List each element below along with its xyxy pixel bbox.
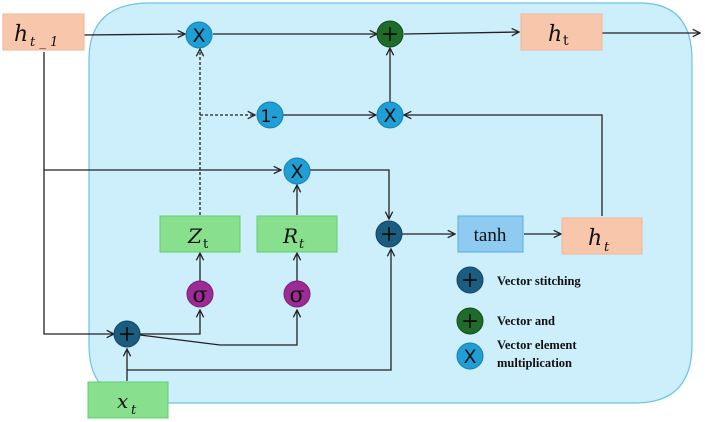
one-minus-node: 1- [256, 101, 284, 129]
stitch-node-input: + [113, 320, 141, 348]
mult-icon: X [192, 25, 205, 47]
h-out-main: h [548, 22, 562, 47]
legend-label-stitching: Vector stitching [497, 274, 581, 288]
line-add-to-hout [403, 32, 519, 34]
box-tanh: tanh [457, 215, 524, 253]
h-out-sub: t [563, 33, 569, 49]
mult-node-update: X [185, 21, 213, 49]
h-prev-sub: t _ 1 [30, 35, 58, 50]
box-z-gate: Z t [159, 215, 241, 253]
vector-stitching-icon: + [461, 268, 479, 293]
sigma-node-r: σ [283, 280, 311, 308]
legend-item-stitching: + Vector stitching [456, 266, 581, 294]
line-hprev-down [43, 52, 114, 334]
plus-icon: + [118, 322, 136, 347]
legend-label-mult-line1: Vector element [497, 338, 577, 352]
plus-icon: + [381, 22, 399, 47]
mult-icon: X [383, 105, 396, 127]
mult-icon: X [290, 161, 303, 183]
box-x-input: x t [87, 381, 169, 419]
line-stitch-to-sigma-z [140, 310, 200, 335]
box-h-candidate: h t [561, 217, 643, 255]
legend-label-and: Vector and [497, 314, 555, 328]
line-x-to-stitch-right [127, 249, 391, 371]
one-minus-icon: 1- [261, 107, 278, 127]
legend-item-and: + Vector and [456, 307, 555, 335]
x-input-sub: t [131, 403, 137, 418]
vector-and-icon: + [461, 309, 479, 334]
box-r-gate: R t [256, 215, 338, 253]
line-mult-reset-to-stitch [310, 169, 389, 219]
h-prev-main: h [14, 22, 28, 47]
vector-multiplication-icon: X [463, 346, 476, 368]
z-gate-sub: t [203, 237, 209, 252]
sigma-icon: σ [192, 283, 207, 308]
sigma-icon: σ [289, 283, 304, 308]
line-hprev-to-mult-top [82, 34, 185, 35]
line-hcand-to-mult-mid [404, 115, 603, 216]
plus-icon: + [380, 222, 398, 247]
h-cand-main: h [588, 226, 602, 251]
z-gate-main: Z [187, 224, 203, 248]
sigma-node-z: σ [186, 280, 214, 308]
x-input-main: x [117, 389, 128, 413]
r-gate-main: R [282, 224, 298, 248]
legend-label-mult-line2: multiplication [497, 356, 572, 370]
tanh-label: tanh [474, 225, 507, 246]
mult-node-candidate: X [376, 101, 404, 129]
legend-item-multiplication: X Vector element multiplication [456, 338, 577, 370]
mult-node-reset: X [283, 157, 311, 185]
box-h-prev: h t _ 1 [2, 13, 85, 51]
r-gate-sub: t [299, 237, 305, 252]
add-node-output: + [376, 20, 404, 48]
line-stitch-to-sigma-r [139, 310, 297, 346]
h-cand-sub: t [604, 240, 610, 255]
legend: + Vector stitching + Vector and X Vector… [456, 266, 581, 370]
stitch-node-candidate: + [375, 220, 403, 248]
box-h-out: h t [520, 13, 603, 51]
